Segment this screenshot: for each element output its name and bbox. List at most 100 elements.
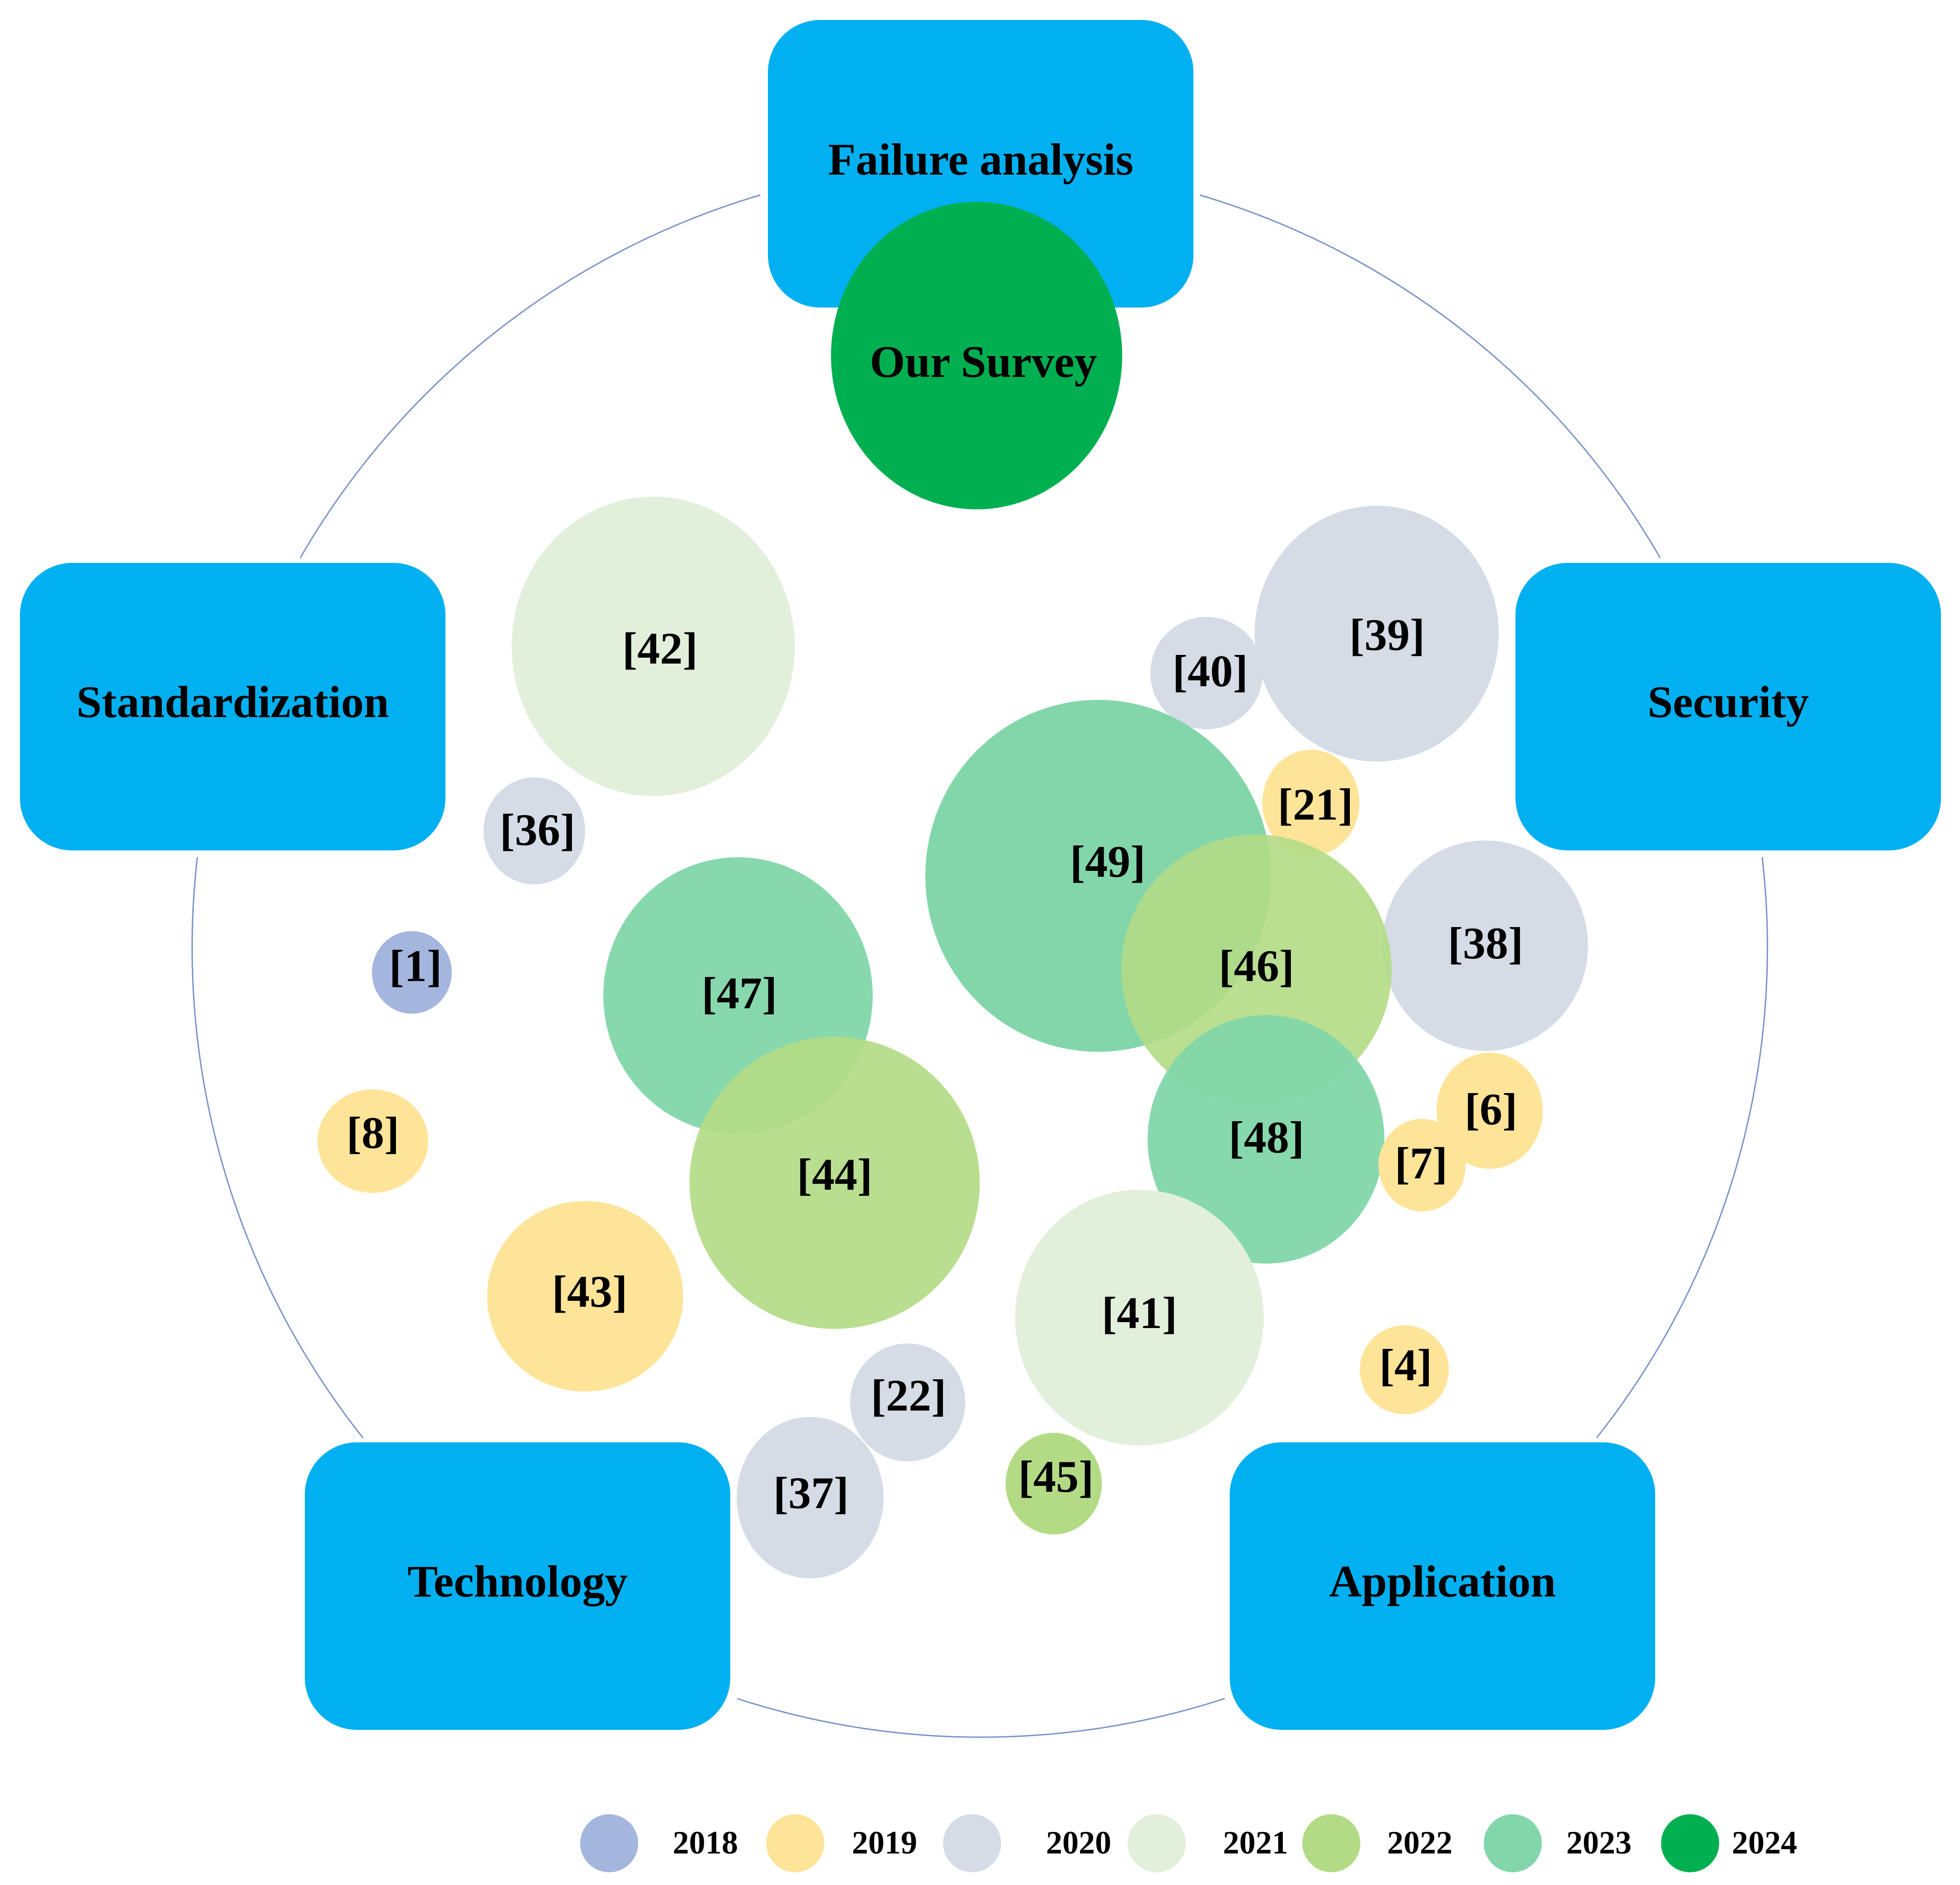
topic-label: Failure analysis <box>828 134 1133 185</box>
legend-label: 2020 <box>1046 1825 1111 1861</box>
topic-technology: Technology <box>305 1442 730 1730</box>
reference-circle <box>512 497 795 796</box>
reference-bubble: [48] <box>1148 1015 1384 1264</box>
reference-label: [38] <box>1448 918 1524 968</box>
reference-label: [36] <box>500 805 576 855</box>
reference-label: [48] <box>1229 1112 1305 1162</box>
reference-circle <box>1006 1433 1102 1534</box>
reference-label: [22] <box>871 1370 947 1421</box>
reference-label: [42] <box>622 623 698 674</box>
reference-label: [40] <box>1173 646 1248 696</box>
legend-label: 2024 <box>1732 1825 1797 1861</box>
reference-label: [4] <box>1379 1340 1432 1390</box>
reference-label: [37] <box>773 1468 849 1518</box>
legend-swatch <box>1484 1814 1542 1872</box>
legend-label: 2023 <box>1566 1825 1632 1861</box>
legend-swatch <box>1128 1814 1186 1872</box>
legend-swatch <box>766 1814 824 1872</box>
connector-arcs <box>191 194 1768 1738</box>
legend-swatch <box>1661 1814 1719 1872</box>
legend-label: 2018 <box>673 1825 738 1861</box>
reference-circle <box>850 1343 965 1461</box>
reference-circle <box>1150 617 1263 729</box>
topic-label: Technology <box>407 1556 627 1607</box>
reference-bubble: [7] <box>1378 1119 1466 1211</box>
reference-bubble: [4] <box>1360 1325 1449 1414</box>
arc-standardization-failure <box>299 194 761 558</box>
reference-bubble: [37] <box>737 1417 884 1578</box>
arc-security-application <box>1596 857 1768 1438</box>
reference-circle <box>1437 1053 1543 1169</box>
topic-standardization: Standardization <box>20 563 445 850</box>
reference-circle <box>1378 1119 1466 1211</box>
legend-label: 2019 <box>852 1825 917 1861</box>
topic-label: Standardization <box>76 677 389 727</box>
topic-box <box>768 20 1193 308</box>
reference-bubble: [38] <box>1382 840 1588 1051</box>
legend-item-2018: 2018 <box>580 1814 738 1872</box>
reference-bubble: [40] <box>1150 617 1263 729</box>
topic-boxes: Failure analysis Security Application Te… <box>20 20 1941 1730</box>
arc-failure-security <box>1199 194 1661 558</box>
reference-circle <box>372 931 452 1014</box>
reference-bubble: [44] <box>689 1037 980 1329</box>
reference-bubble: [22] <box>850 1343 965 1461</box>
reference-circle <box>689 1037 980 1329</box>
reference-bubbles: [42] [39] [40] [36] [21] [49] [38] [1] [47] [46] [… <box>318 497 1588 1578</box>
reference-bubble: [21] <box>1262 750 1359 856</box>
reference-circle <box>1382 840 1588 1051</box>
reference-label: [1] <box>389 941 442 991</box>
reference-circle <box>737 1417 884 1578</box>
reference-circle <box>1360 1325 1449 1414</box>
reference-label: [45] <box>1018 1451 1094 1502</box>
reference-label: [6] <box>1465 1084 1518 1134</box>
legend-item-2023: 2023 <box>1484 1814 1632 1872</box>
reference-label: [46] <box>1219 941 1295 991</box>
legend-item-2020: 2020 <box>943 1814 1111 1872</box>
reference-label: [49] <box>1070 836 1146 887</box>
topic-label: Application <box>1329 1556 1556 1607</box>
legend-item-2024: 2024 <box>1661 1814 1797 1872</box>
topic-box <box>1230 1442 1655 1730</box>
our-survey-label: Our Survey <box>870 337 1097 387</box>
reference-circle <box>1262 750 1359 856</box>
reference-bubble: [43] <box>487 1201 683 1392</box>
reference-label: [39] <box>1349 610 1425 660</box>
reference-label: [41] <box>1102 1288 1178 1338</box>
legend-item-2019: 2019 <box>766 1814 917 1872</box>
reference-circle <box>318 1089 428 1193</box>
topic-failure-analysis: Failure analysis <box>768 20 1193 308</box>
our-survey-circle <box>831 202 1122 509</box>
topic-box <box>1515 563 1941 850</box>
legend-swatch <box>580 1814 638 1872</box>
reference-circle <box>1148 1015 1384 1264</box>
reference-bubble: [1] <box>372 931 452 1014</box>
reference-bubble: [41] <box>1015 1190 1264 1445</box>
reference-label: [47] <box>702 968 777 1018</box>
reference-bubble: [42] <box>512 497 795 796</box>
reference-label: [21] <box>1278 779 1354 830</box>
legend-item-2022: 2022 <box>1302 1814 1452 1872</box>
reference-bubble: [6] <box>1437 1053 1543 1169</box>
reference-bubble: [45] <box>1006 1433 1102 1534</box>
legend-swatch <box>943 1814 1001 1872</box>
topic-security: Security <box>1515 563 1941 850</box>
arc-technology-standardization <box>191 857 364 1438</box>
reference-bubble: [36] <box>484 777 585 884</box>
reference-bubble: [8] <box>318 1089 428 1193</box>
topic-box <box>20 563 445 850</box>
legend-swatch <box>1302 1814 1360 1872</box>
reference-circle <box>1015 1190 1264 1445</box>
reference-label: [8] <box>347 1108 400 1158</box>
reference-circle <box>1255 506 1499 762</box>
reference-label: [43] <box>552 1266 628 1317</box>
legend-label: 2021 <box>1223 1825 1288 1861</box>
reference-label: [44] <box>797 1149 873 1200</box>
year-legend: 2018 2019 2020 2021 2022 2023 2024 <box>580 1814 1797 1872</box>
our-survey-bubble: Our Survey <box>831 202 1122 509</box>
topic-application: Application <box>1230 1442 1655 1730</box>
topic-box <box>305 1442 730 1730</box>
reference-circle <box>487 1201 683 1392</box>
legend-item-2021: 2021 <box>1128 1814 1288 1872</box>
